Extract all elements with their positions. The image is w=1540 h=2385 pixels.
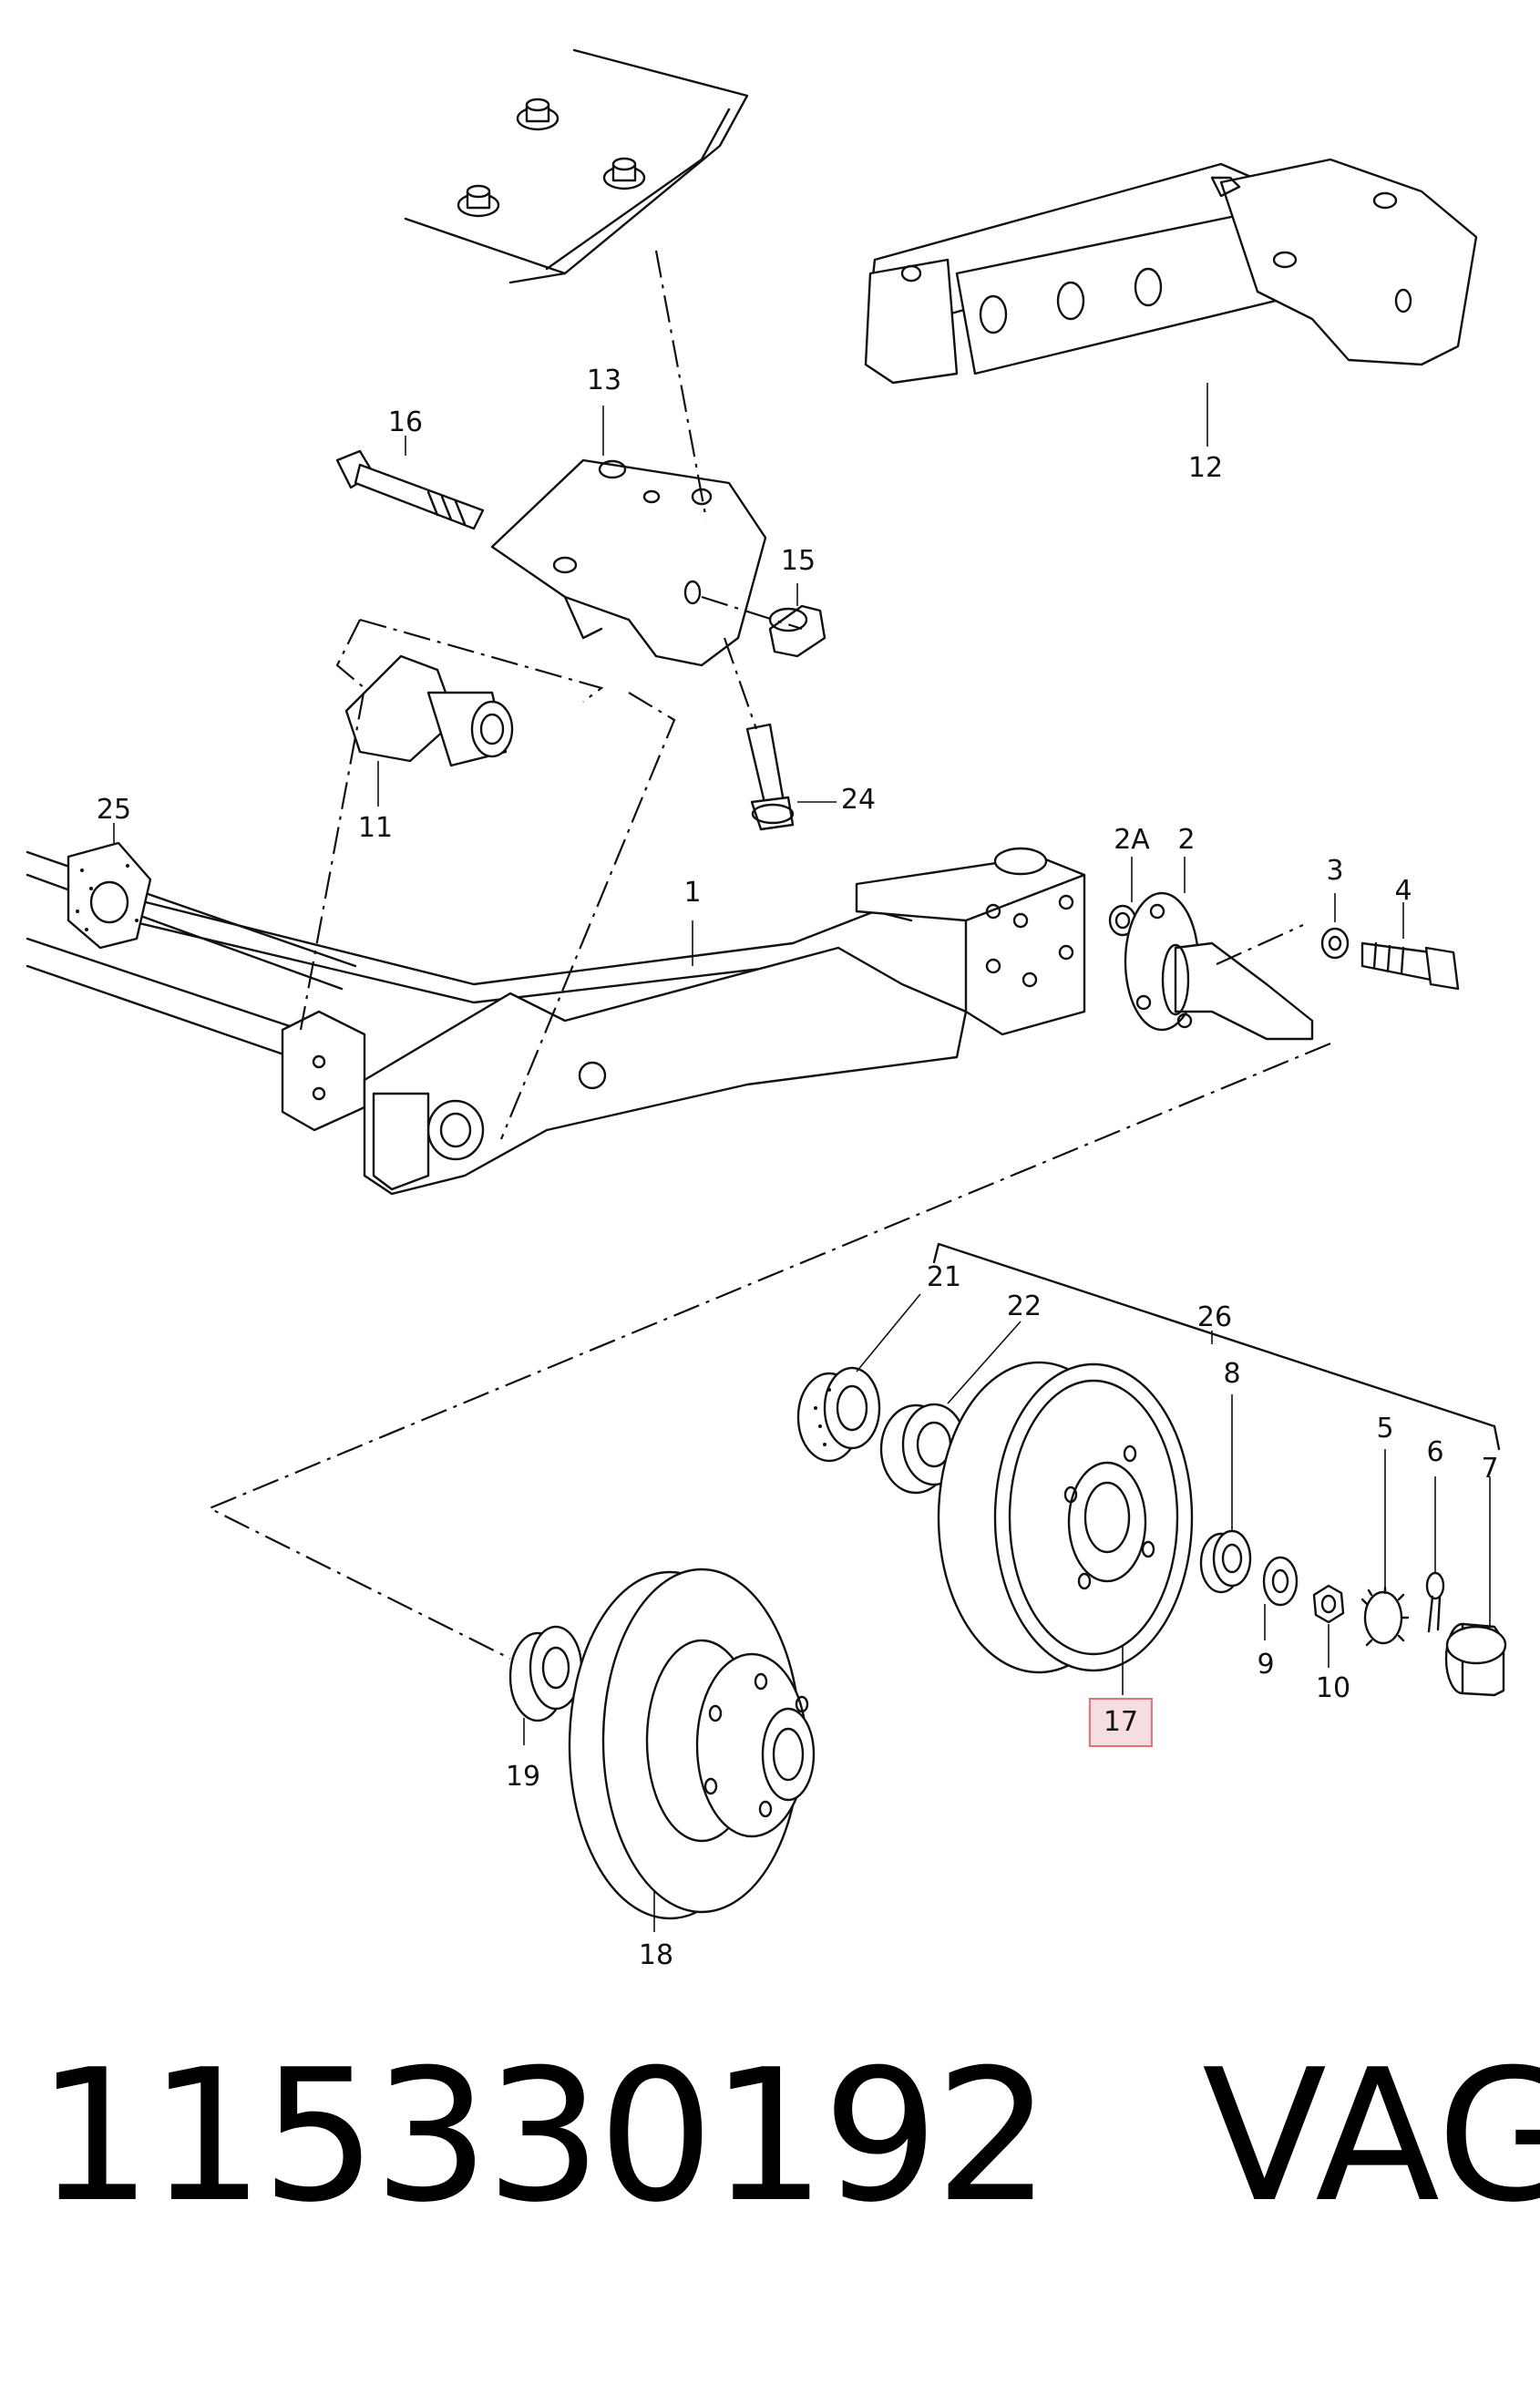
castle-lock-5 [1360,1586,1410,1647]
part-label-17-highlighted[interactable]: 17 [1088,1698,1154,1747]
centerline [359,618,604,703]
bearing-19 [508,1625,583,1722]
part-label-10: 10 [1315,1672,1351,1704]
part-label-5: 5 [1376,1413,1394,1444]
part-label-22: 22 [1006,1290,1042,1322]
bolt-24 [745,723,795,831]
part-label-6: 6 [1426,1436,1444,1468]
part-label-13: 13 [586,365,622,396]
leader-21 [856,1293,921,1372]
centerline [1216,923,1304,966]
brand-name: VAG [1202,2030,1540,2243]
mounting-bracket-12 [864,158,1478,385]
bolt-16 [335,449,485,530]
part-label-25: 25 [96,794,132,826]
centerline [299,619,366,1031]
part-label-18: 18 [638,1939,674,1971]
part-label-3: 3 [1326,855,1344,887]
nut-10 [1312,1584,1345,1624]
exploded-parts-diagram: 13 16 12 15 24 25 11 2A 2 3 4 1 21 22 26… [26,48,1507,1971]
centerline [723,637,758,730]
brake-disc-18 [568,1568,816,1920]
axle-mount-25 [67,841,152,950]
part-number-footer: 115330192 VAG [36,2030,1540,2265]
rear-axle-beam-1 [26,847,1086,1196]
nut-15 [768,604,826,658]
part-label-9: 9 [1257,1649,1275,1681]
centerline [207,1042,1331,1660]
part-label-8: 8 [1223,1358,1241,1390]
part-label-1: 1 [683,877,702,909]
bearing-8 [1199,1529,1252,1594]
centerline [701,595,803,631]
part-label-16: 16 [387,406,424,438]
part-label-21: 21 [926,1261,962,1293]
stub-axle-2 [1124,891,1314,1041]
part-label-24: 24 [840,784,877,816]
part-label-2: 2 [1177,824,1196,856]
part-label-15: 15 [780,545,816,577]
washer-3 [1320,927,1350,960]
part-label-11: 11 [357,812,394,844]
diagram-drawing [26,48,1507,1932]
part-number: 115330192 [36,2030,1051,2243]
centerline [499,692,676,1140]
part-label-12: 12 [1187,452,1224,484]
part-label-19: 19 [505,1761,541,1793]
cotter-pin-6 [1425,1571,1445,1633]
leader-22 [947,1321,1022,1404]
washer-9 [1262,1556,1299,1607]
bearing-21 [796,1366,881,1463]
group-bracket-26 [932,1242,1501,1451]
grease-cap-7 [1444,1622,1507,1697]
part-label-4: 4 [1394,875,1412,907]
part-label-7: 7 [1481,1453,1499,1485]
rubber-bushing-11 [344,654,514,767]
body-floor-panel [404,48,749,284]
bolt-4 [1360,941,1460,991]
brake-drum-17 [937,1361,1194,1674]
centerline [654,250,708,520]
part-label-2A: 2A [1114,824,1150,856]
mounting-bracket-13 [490,458,767,667]
part-label-26: 26 [1196,1301,1233,1333]
